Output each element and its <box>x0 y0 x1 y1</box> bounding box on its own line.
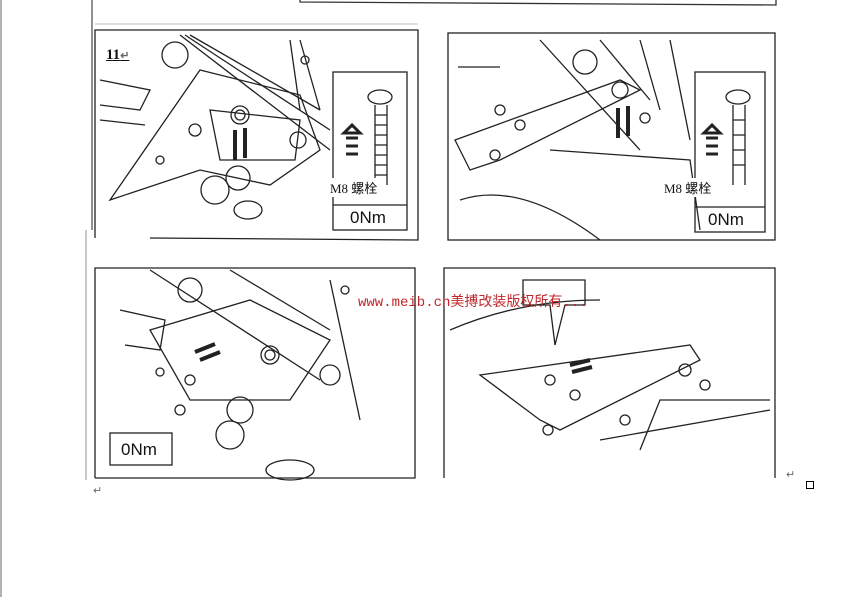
panel-2-drawing <box>447 32 776 241</box>
paragraph-mark-left: ↵ <box>93 485 103 497</box>
paragraph-mark-right: ↵ <box>786 469 796 481</box>
panel-2-bolt-label: M8 螺栓 <box>664 178 712 197</box>
watermark: www.meib.cn美搏改装版权所有... <box>358 295 588 311</box>
panel-4-drawing <box>443 267 776 478</box>
panel-1-drawing <box>94 29 419 241</box>
panel-3-drawing <box>94 267 416 481</box>
step-number: 11↵ <box>106 47 129 64</box>
resize-handle[interactable] <box>806 481 814 489</box>
panel-3-torque: 0Nm <box>121 440 157 459</box>
paragraph-mark: ↵ <box>120 50 130 62</box>
panel-1-bolt-label: M8 螺栓 <box>330 178 378 197</box>
panel-1-torque: 0Nm <box>350 208 386 227</box>
panel-2-torque: 0Nm <box>708 210 744 229</box>
panel-3-torque-box <box>109 432 173 466</box>
step-number-text: 11 <box>106 47 121 63</box>
